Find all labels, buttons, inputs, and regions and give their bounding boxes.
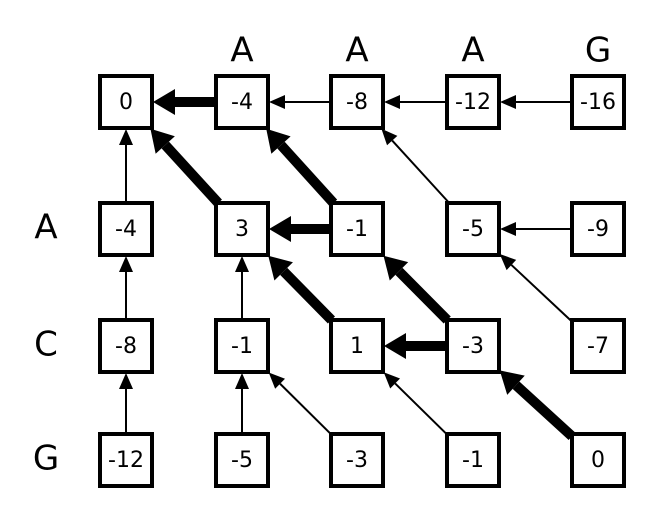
column-label: A [230,31,253,71]
score-value: 0 [119,90,133,115]
score-cell: -5 [445,201,501,257]
score-cell: 3 [214,201,270,257]
traceback-arrow-bold [266,128,338,207]
score-value: -8 [115,334,137,359]
arrow [269,95,331,109]
arrow-layer [119,89,576,440]
column-label: G [585,31,611,71]
score-cell: -9 [570,201,626,257]
arrow [119,129,133,203]
score-value: -3 [462,334,484,359]
score-value: -1 [346,217,368,242]
traceback-arrow-bold [499,370,576,440]
score-value: -1 [462,448,484,473]
score-cell: -4 [98,201,154,257]
row-label: C [34,325,58,365]
arrow [381,128,450,204]
score-value: -3 [346,448,368,473]
score-cell: 0 [98,74,154,130]
score-cell: 1 [329,318,385,374]
score-cell: -8 [98,318,154,374]
arrow [235,256,249,320]
row-label: G [33,439,59,479]
score-cell: -3 [445,318,501,374]
score-value: 1 [350,334,364,359]
score-value: -5 [231,448,253,473]
score-value: -4 [231,90,253,115]
traceback-arrow-bold [268,255,336,324]
traceback-arrow-bold [153,89,216,115]
traceback-arrow-bold [384,333,447,359]
traceback-arrow-bold [383,255,451,324]
arrow [499,254,573,323]
arrow [235,373,249,434]
score-value: -8 [346,90,368,115]
score-cell: -5 [214,432,270,488]
column-label: A [345,31,368,71]
traceback-arrow-bold [150,128,222,207]
score-value: -12 [455,90,491,115]
score-cell: -8 [329,74,385,130]
arrow [500,222,572,236]
score-value: -16 [580,90,616,115]
score-cell: -12 [98,432,154,488]
arrow [500,95,572,109]
score-cell: -3 [329,432,385,488]
traceback-arrow-bold [269,216,331,242]
score-cell: -16 [570,74,626,130]
score-cell: -1 [445,432,501,488]
row-label: A [34,208,57,248]
score-cell: -12 [445,74,501,130]
column-label: A [461,31,484,71]
score-cell: -4 [214,74,270,130]
score-value: -1 [231,334,253,359]
score-value: -5 [462,217,484,242]
score-value: -4 [115,217,137,242]
score-value: -9 [587,217,609,242]
score-cell: 0 [570,432,626,488]
arrow [119,373,133,434]
arrow [383,372,448,436]
score-value: 0 [591,448,605,473]
arrow [384,95,447,109]
arrow [119,256,133,320]
score-cell: -7 [570,318,626,374]
score-cell: -1 [329,201,385,257]
score-value: -12 [108,448,144,473]
score-cell: -1 [214,318,270,374]
arrow [268,372,332,435]
score-value: 3 [235,217,249,242]
score-value: -7 [587,334,609,359]
